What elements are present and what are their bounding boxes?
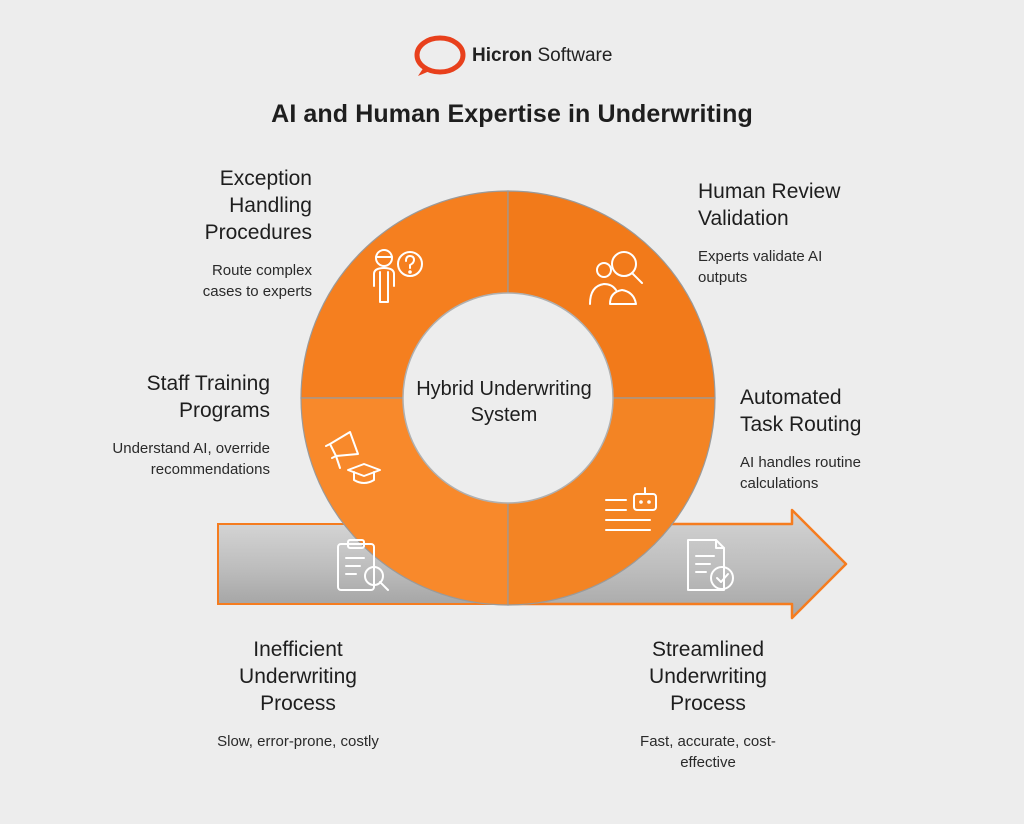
routing-title: Automated Task Routing [740, 386, 862, 436]
inefficient-title: Inefficient Underwriting Process [239, 638, 357, 715]
human-review-title: Human Review Validation [698, 180, 841, 230]
human-review-desc: Experts validate AI outputs [698, 248, 823, 286]
donut-hole [402, 292, 614, 504]
streamlined-title: Streamlined Underwriting Process [649, 638, 767, 715]
exception-block: Exception Handling Procedures Route comp… [150, 165, 312, 302]
megaphone-graduation-icon [325, 431, 381, 484]
training-title: Staff Training Programs [146, 372, 270, 422]
brand-logo: Hicron Software [412, 34, 612, 78]
person-question-icon [373, 249, 423, 303]
routing-desc: AI handles routine calculations [740, 454, 861, 492]
brand-name: Hicron Software [472, 45, 612, 67]
human-review-block: Human Review Validation Experts validate… [698, 178, 868, 288]
training-block: Staff Training Programs Understand AI, o… [108, 370, 270, 480]
inefficient-desc: Slow, error-prone, costly [217, 733, 379, 750]
routing-block: Automated Task Routing AI handles routin… [740, 384, 890, 494]
exception-desc: Route complex cases to experts [202, 262, 312, 300]
inefficient-block: Inefficient Underwriting Process Slow, e… [217, 636, 379, 752]
exception-title: Exception Handling Procedures [204, 167, 312, 244]
people-search-icon [589, 251, 643, 305]
streamlined-block: Streamlined Underwriting Process Fast, a… [624, 636, 792, 773]
document-check-icon [687, 539, 734, 591]
streamlined-desc: Fast, accurate, cost-effective [640, 733, 776, 771]
speech-bubble-logo-icon [414, 35, 466, 76]
brand-name-bold: Hicron [472, 45, 533, 66]
donut-ring [300, 190, 716, 606]
robot-list-icon [605, 487, 657, 531]
training-desc: Understand AI, override recommendations [112, 440, 270, 478]
center-label: Hybrid Underwriting System [416, 378, 592, 426]
clipboard-search-icon [337, 539, 389, 591]
brand-name-regular: Software [537, 45, 613, 66]
page-title: AI and Human Expertise in Underwriting [271, 100, 753, 128]
